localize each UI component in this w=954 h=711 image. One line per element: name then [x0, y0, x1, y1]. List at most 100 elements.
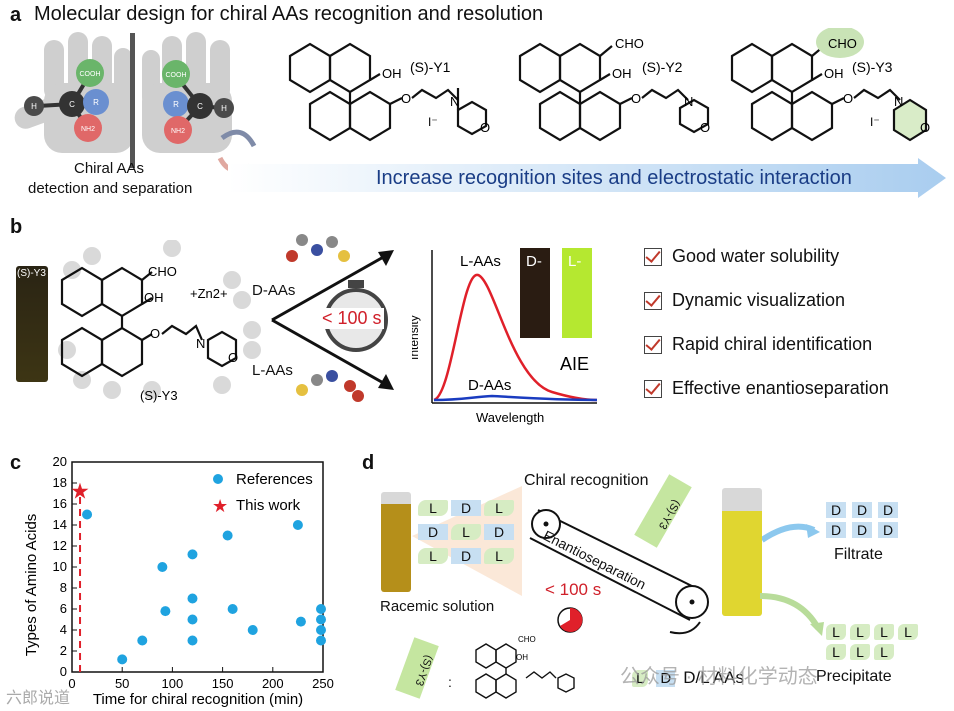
d-token: D: [418, 524, 448, 540]
filtrate-grid: D D D D D D: [826, 502, 898, 538]
data-point: [315, 625, 326, 635]
y-tick-label: 16: [53, 496, 67, 511]
svg-text:OH: OH: [612, 66, 632, 81]
precipitate-arrow: [760, 593, 824, 636]
svg-text:R: R: [173, 100, 179, 109]
aie-label: AIE: [560, 354, 589, 374]
data-point: [187, 593, 198, 604]
vial-l-label: L-: [568, 253, 581, 270]
increase-arrow: [228, 158, 946, 198]
y3-vial-label: (S)-Y3: [17, 268, 46, 279]
svg-text:O: O: [150, 326, 160, 341]
y-tick-label: 10: [53, 559, 67, 574]
y-tick-label: 14: [53, 517, 67, 532]
racemic-label: Racemic solution: [380, 598, 495, 615]
x-tick-label: 200: [262, 676, 284, 691]
product-vial: [722, 488, 762, 616]
svg-text:O: O: [920, 120, 930, 135]
plot-frame: [71, 461, 324, 673]
svg-text:OH: OH: [382, 66, 402, 81]
l-token: L: [418, 548, 448, 564]
svg-text:N: N: [196, 336, 205, 351]
data-point: [187, 635, 198, 646]
y3-small-structure: CHO OH: [475, 635, 575, 699]
d-token: D: [451, 548, 481, 564]
data-point: [222, 530, 233, 541]
data-point: [187, 549, 198, 560]
timer-icon: [557, 607, 583, 633]
atom-nh2: NH2: [81, 126, 95, 133]
y3-label: (S)-Y3: [852, 59, 893, 75]
data-point: [315, 604, 326, 614]
intensity-label: Intensity: [412, 315, 421, 360]
svg-text:I⁻: I⁻: [428, 115, 438, 129]
legend-star-marker: ★: [212, 496, 228, 516]
data-point: [247, 625, 258, 635]
d-token: D: [878, 502, 898, 518]
svg-text:O: O: [843, 91, 853, 106]
l-token: L: [898, 624, 918, 640]
feature-item: Rapid chiral identification: [644, 334, 889, 355]
feature-item: Dynamic visualization: [644, 290, 889, 311]
data-point: [295, 616, 306, 627]
panel-b-letter: b: [10, 216, 23, 238]
data-point: [187, 614, 198, 625]
data-point: [82, 509, 93, 520]
svg-text:NH2: NH2: [171, 128, 185, 135]
y1-label: (S)-Y1: [410, 59, 451, 75]
checkbox-icon: [644, 291, 662, 310]
svg-text:CHO: CHO: [148, 264, 177, 279]
y-tick-label: 8: [60, 580, 67, 595]
checkbox-icon: [644, 379, 662, 398]
d-curve-label: D-AAs: [468, 377, 511, 394]
data-point: [315, 635, 326, 646]
l-token: L: [850, 624, 870, 640]
legend-ref-label: References: [236, 471, 313, 488]
hand-caption-1: Chiral AAs: [74, 160, 145, 177]
svg-text:O: O: [480, 120, 490, 135]
data-point: [137, 635, 148, 646]
d-token: D: [451, 500, 481, 516]
panel-a-title: Molecular design for chiral AAs recognit…: [34, 3, 544, 25]
racemic-vial: [381, 492, 411, 592]
d-token: D: [852, 502, 872, 518]
emission-plot: Intensity Wavelength L-AAs D-AAs D- L- A…: [412, 248, 598, 425]
atom-cooh: COOH: [80, 71, 101, 78]
filtrate-label: Filtrate: [834, 546, 883, 563]
chart-legend: References ★ This work: [212, 471, 313, 516]
feature-list: Good water solubility Dynamic visualizat…: [644, 246, 889, 399]
panel-c-letter: c: [10, 452, 22, 474]
conveyor-belt: [529, 509, 709, 635]
svg-text:N: N: [684, 94, 693, 109]
svg-text:CHO: CHO: [615, 36, 644, 51]
dl-legend: L D D/L AAs: [632, 668, 744, 688]
svg-text:I⁻: I⁻: [870, 115, 880, 129]
panel-a-letter: a: [10, 4, 22, 26]
d-token: D: [484, 524, 514, 540]
panel-d-letter: d: [362, 452, 375, 474]
svg-text:COOH: COOH: [166, 72, 187, 79]
chiral-recognition-label: Chiral recognition: [524, 472, 649, 489]
data-point: [315, 614, 326, 625]
atom-c: C: [69, 100, 75, 109]
atom-h: H: [31, 102, 37, 111]
filtrate-arrow: [762, 523, 820, 543]
legend-d-token: D: [656, 669, 676, 687]
svg-text:N: N: [894, 94, 903, 109]
svg-text:H: H: [221, 104, 227, 113]
l-token: L: [850, 644, 870, 660]
data-point: [227, 604, 238, 614]
x-tick-label: 50: [115, 676, 129, 691]
checkbox-icon: [644, 247, 662, 266]
l-token: L: [826, 624, 846, 640]
d-token: D: [826, 502, 846, 518]
y-tick-label: 20: [53, 454, 67, 469]
svg-text:O: O: [401, 91, 411, 106]
l-token: L: [484, 548, 514, 564]
svg-text:O: O: [700, 120, 710, 135]
y-tick-label: 18: [53, 475, 67, 490]
data-point-star: ★: [70, 478, 90, 503]
d-timer: < 100 s: [545, 580, 602, 599]
x-tick-label: 100: [162, 676, 184, 691]
feature-item: Effective enantioseparation: [644, 378, 889, 399]
